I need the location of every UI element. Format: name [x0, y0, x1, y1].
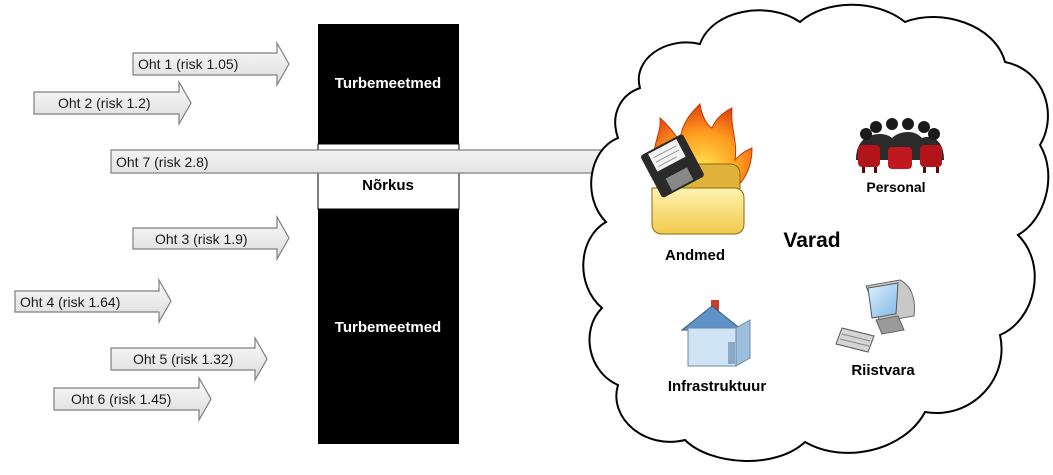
threat-arrow: Oht 4 (risk 1.64) — [14, 277, 172, 325]
people-meeting-icon — [856, 118, 944, 173]
barrier-bottom-label: Turbemeetmed — [335, 319, 441, 336]
threat-arrow-label: Oht 4 (risk 1.64) — [20, 294, 120, 310]
threat-arrow: Oht 2 (risk 1.2) — [33, 79, 192, 127]
threat-arrow: Oht 3 (risk 1.9) — [132, 214, 290, 262]
barrier-column: Turbemeetmed Nõrkus Turbemeetmed — [317, 24, 460, 444]
threat-arrow-label: Oht 1 (risk 1.05) — [138, 56, 238, 72]
folder-front — [651, 187, 745, 235]
house-icon — [680, 300, 751, 367]
threat-arrow-shape — [132, 40, 290, 88]
data-label: Andmed — [665, 247, 725, 264]
weakness-label: Nõrkus — [362, 177, 414, 194]
barrier-bottom-block — [318, 209, 459, 444]
personnel-label: Personal — [866, 179, 925, 195]
threat-arrow-shape — [110, 335, 268, 383]
infrastructure-label: Infrastruktuur — [668, 378, 767, 395]
computer-icon — [835, 279, 915, 353]
threat-arrow-label: Oht 3 (risk 1.9) — [155, 231, 248, 247]
threat-arrow-shape — [14, 277, 172, 325]
threat-arrow-label: Oht 5 (risk 1.32) — [133, 351, 233, 367]
threat-arrow: Oht 7 (risk 2.8) — [110, 139, 645, 185]
threat-arrow: Oht 6 (risk 1.45) — [53, 375, 212, 423]
threat-arrows: Oht 1 (risk 1.05) Oht 2 (risk 1.2) Oht 7… — [14, 40, 645, 423]
threat-arrow-shape — [53, 375, 212, 423]
threat-arrow-label: Oht 6 (risk 1.45) — [71, 391, 171, 407]
threat-arrow: Oht 5 (risk 1.32) — [110, 335, 268, 383]
threat-arrow: Oht 1 (risk 1.05) — [132, 40, 290, 88]
floppy-disk-icon — [641, 134, 704, 198]
assets-cloud: Andmed Personal Varad — [582, 3, 1050, 462]
threat-arrow-label: Oht 2 (risk 1.2) — [58, 95, 151, 111]
threat-arrow-shape — [33, 79, 192, 127]
hardware-label: Riistvara — [851, 362, 915, 379]
threat-arrow-shape — [132, 214, 290, 262]
threat-arrow-label: Oht 7 (risk 2.8) — [116, 154, 209, 170]
assets-title: Varad — [783, 229, 840, 252]
barrier-top-label: Turbemeetmed — [335, 75, 441, 92]
barrier-top-block — [318, 24, 459, 144]
burning-data-folder-icon — [641, 102, 753, 235]
